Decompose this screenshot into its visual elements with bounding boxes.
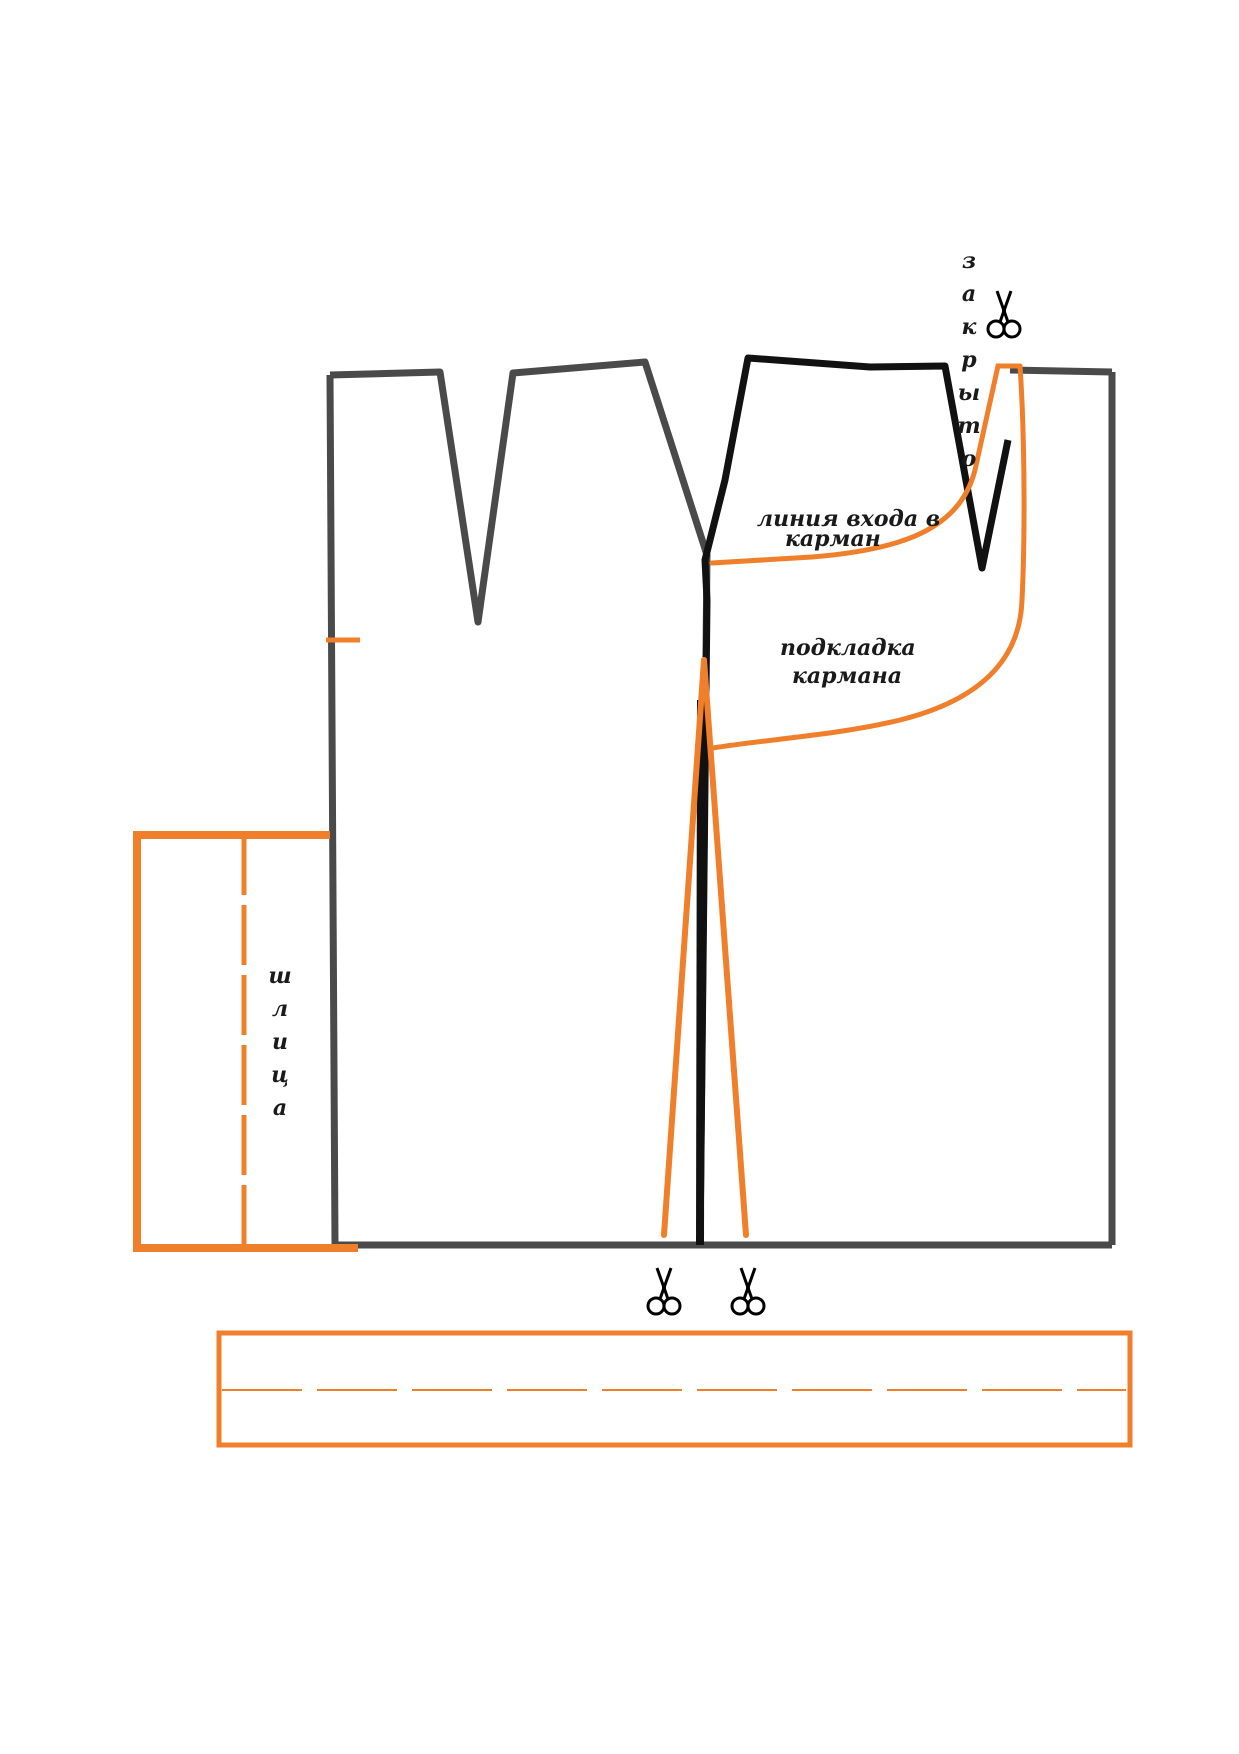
- closed-letter: к: [961, 314, 977, 340]
- closed-letter: ы: [957, 380, 981, 406]
- pocket-entry-label-line2: карман: [785, 526, 881, 552]
- closed-letter: з: [961, 248, 977, 274]
- front-waist-and-darts: [696, 354, 1012, 1246]
- pocket-entry-label-line1: линия входа в: [757, 506, 941, 532]
- waistband: [216, 1330, 1133, 1448]
- slit-letter: ш: [268, 963, 292, 989]
- side-seam-line: [696, 699, 705, 1246]
- slit-letter: и: [272, 1029, 288, 1055]
- slit-letter: ц: [271, 1062, 289, 1088]
- scissors-icon: [646, 1266, 682, 1316]
- pocket-lining-label-line2: кармана: [792, 663, 902, 689]
- closed-letter: а: [961, 281, 977, 307]
- spread-lines: [661, 657, 749, 1238]
- slit-extension: [133, 831, 358, 1252]
- closed-dart-vertical-label: з а к р ы т о: [954, 245, 984, 476]
- closed-letter: т: [957, 413, 981, 439]
- scissors-icon: [730, 1266, 766, 1316]
- closed-letter: о: [961, 446, 977, 472]
- pocket-lines: [709, 363, 1027, 751]
- slit-letter: л: [271, 996, 289, 1022]
- scissors-icon: [986, 289, 1022, 339]
- slit-letter: а: [272, 1095, 288, 1121]
- closed-letter: р: [961, 347, 977, 373]
- slit-vertical-label: ш л и ц а: [265, 960, 295, 1125]
- pocket-lining-label-line1: подкладка: [780, 635, 916, 661]
